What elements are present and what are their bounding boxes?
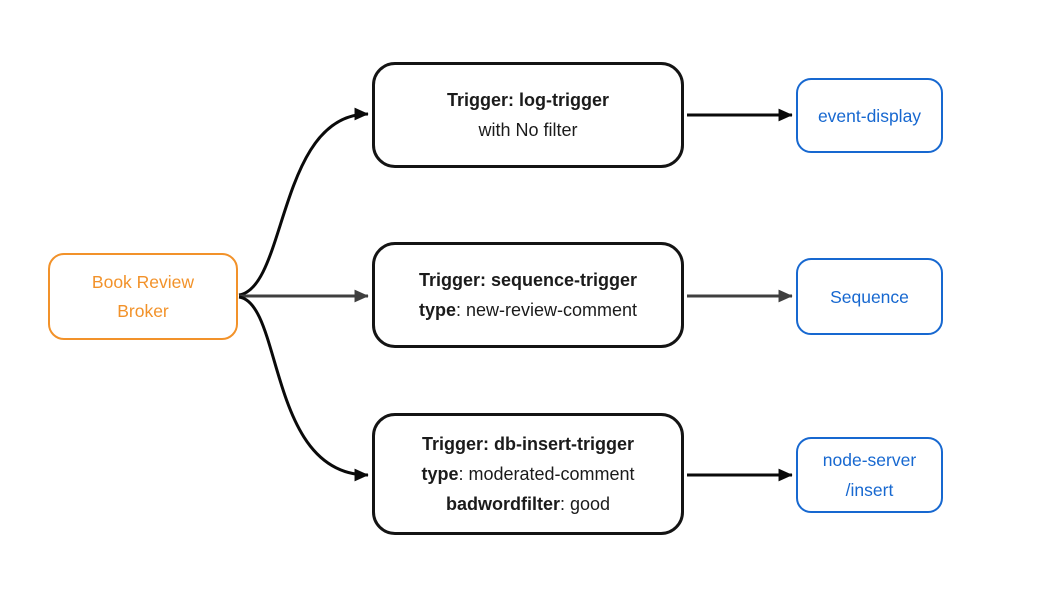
sequence-trigger-title: Trigger: sequence-trigger (418, 270, 638, 290)
prop-key: badwordfilter (445, 494, 560, 514)
edge-broker-to-db-insert-trigger (238, 295, 369, 482)
edge-broker-to-log-trigger (238, 107, 369, 297)
db-insert-trigger-prop2: badwordfilter: good (446, 489, 610, 519)
sequence-trigger-prop: type: new-review-comment (419, 295, 637, 325)
broker-label-line1: Book Review (91, 271, 195, 292)
node-server-label-line2: /insert (845, 480, 894, 500)
db-insert-trigger-title: Trigger: db-insert-trigger (421, 434, 634, 454)
log-trigger-title: Trigger: log-trigger (447, 90, 609, 110)
log-trigger-subtitle: with No filter (478, 120, 578, 140)
prop-value: : moderated-comment (458, 464, 635, 484)
node-broker: Book Review Broker (48, 253, 238, 340)
event-display-label: event-display (817, 105, 922, 126)
node-log-trigger: Trigger: log-trigger with No filter (372, 62, 684, 168)
node-sequence: Sequence (796, 258, 943, 335)
sequence-label: Sequence (830, 286, 909, 307)
node-sequence-trigger: Trigger: sequence-trigger type: new-revi… (372, 242, 684, 348)
prop-value: : new-review-comment (455, 300, 638, 320)
node-server-label-line1: node-server (822, 450, 917, 470)
db-insert-trigger-prop1: type: moderated-comment (421, 459, 634, 489)
prop-value: : good (559, 494, 611, 514)
broker-label-line2: Broker (117, 300, 169, 321)
node-node-server-insert: node-server /insert (796, 437, 943, 513)
node-db-insert-trigger: Trigger: db-insert-trigger type: moderat… (372, 413, 684, 535)
prop-key: type (421, 464, 459, 484)
node-event-display: event-display (796, 78, 943, 153)
prop-key: type (418, 300, 456, 320)
